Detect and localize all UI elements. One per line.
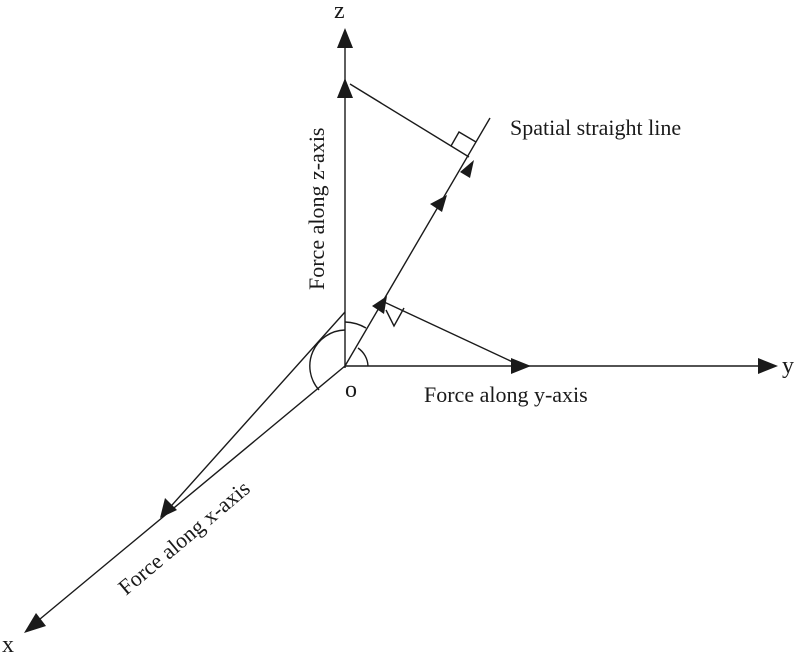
angle-arc-x — [309, 329, 346, 391]
angle-arc-z — [344, 321, 367, 329]
spatial-line-label: Spatial straight line — [510, 115, 681, 140]
y-axis-arrowhead — [758, 358, 778, 374]
x-axis-arrowhead — [24, 613, 46, 633]
right-angle-marker-lower — [385, 307, 405, 328]
x-force-projection-line — [163, 311, 346, 515]
force-y-label: Force along y-axis — [424, 382, 588, 407]
z-force-arrowhead — [337, 78, 353, 98]
right-angle-marker-upper — [450, 131, 477, 147]
force-z-label: Force along z-axis — [304, 128, 329, 291]
x-axis-label: x — [2, 632, 14, 657]
x-axis — [33, 365, 346, 625]
z-axis-label: z — [334, 0, 345, 24]
y-force-projection-line — [381, 300, 518, 365]
upper-line-arrowhead — [460, 160, 474, 178]
y-axis-label: y — [782, 353, 794, 379]
origin-label: o — [345, 377, 357, 403]
z-axis-arrowhead — [337, 28, 353, 48]
force-x-label: Force along x-axis — [113, 475, 254, 599]
x-force-arrowhead — [160, 498, 177, 518]
lower-line-arrowhead — [372, 296, 387, 314]
resultant-force-arrowhead — [430, 195, 447, 212]
z-force-projection-line — [349, 83, 470, 158]
angle-arc-y — [357, 347, 369, 367]
y-force-arrowhead — [511, 358, 531, 374]
spatial-straight-line — [344, 117, 491, 367]
